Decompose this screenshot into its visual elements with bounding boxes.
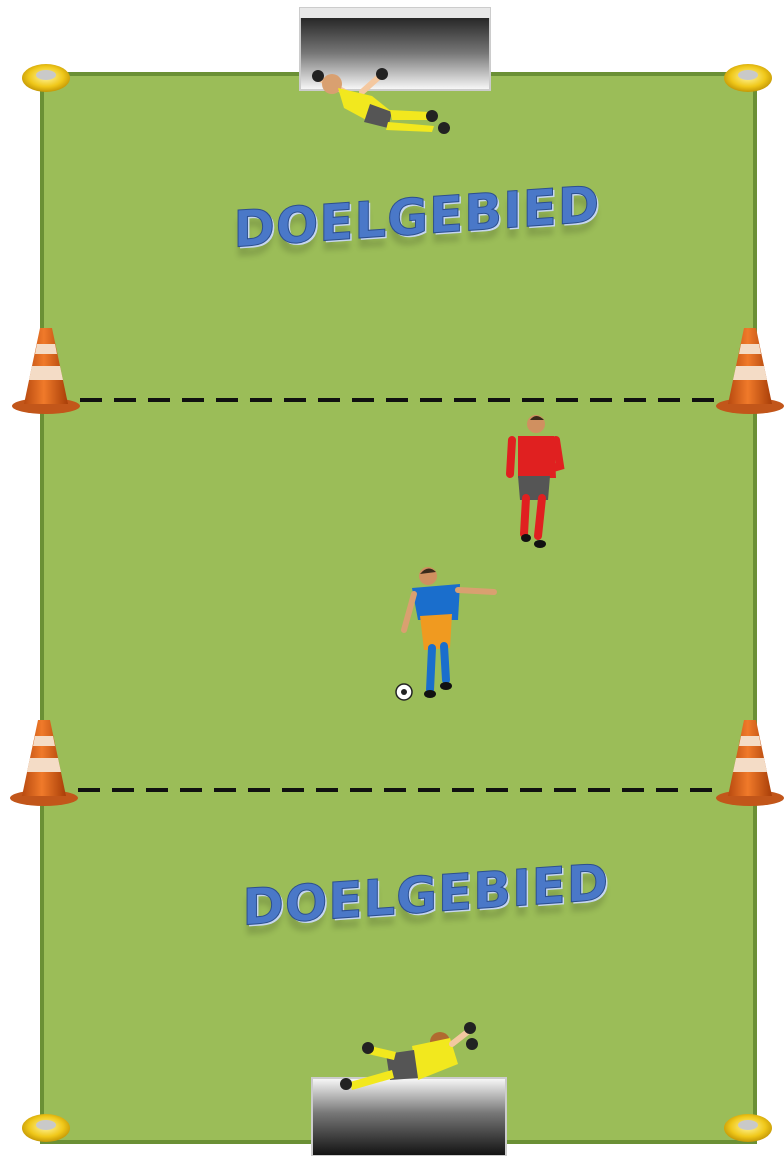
marker-disc-icon: [724, 1114, 772, 1142]
marker-disc-icon: [22, 1114, 70, 1142]
ball-icon: [396, 684, 412, 700]
marker-disc-icon: [22, 64, 70, 92]
marker-disc-icon: [724, 64, 772, 92]
bottom-goal-icon: [312, 1078, 506, 1156]
